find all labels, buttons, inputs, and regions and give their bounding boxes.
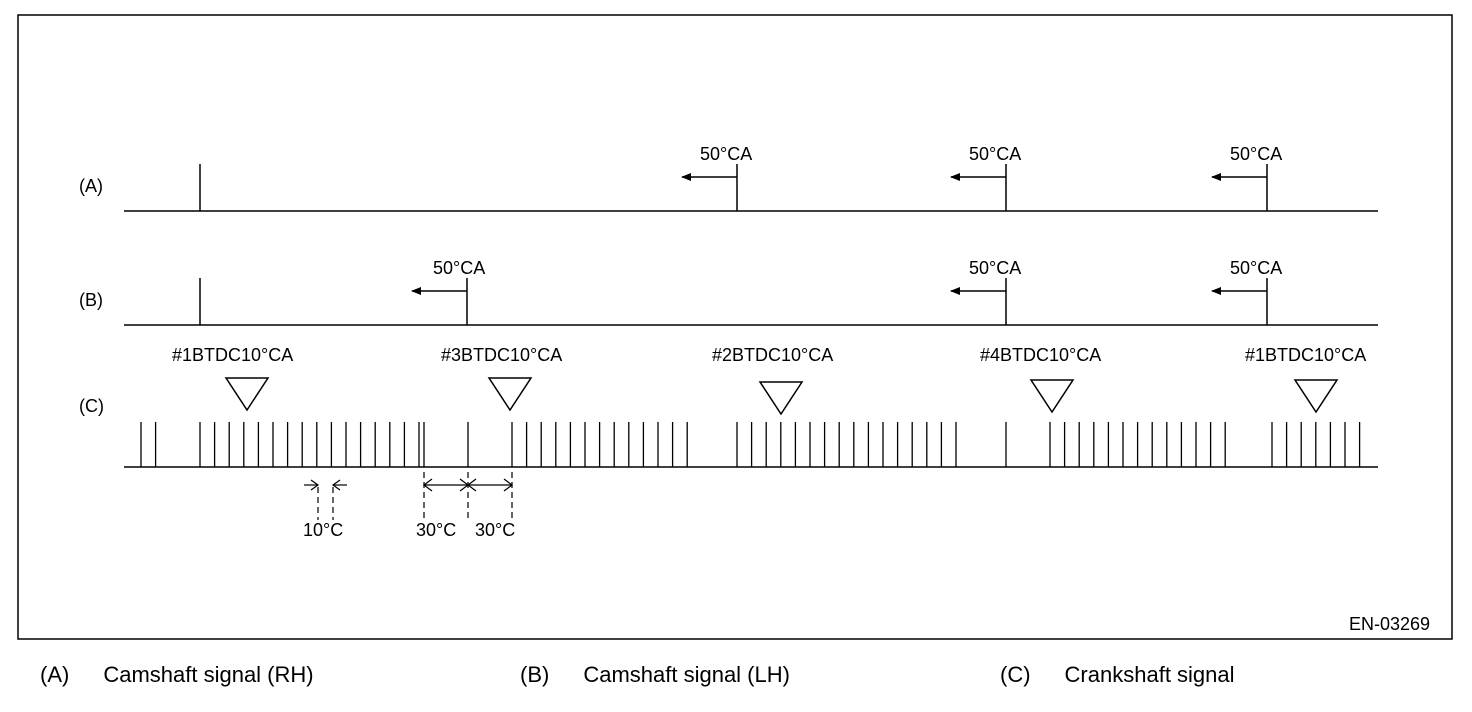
dimension-label-10: 10°C	[303, 520, 343, 540]
annotation-b-2: 50°CA	[433, 258, 485, 278]
row-label-c: (C)	[79, 396, 104, 416]
pulse-b-3: 50°CA	[950, 258, 1021, 325]
reference-code: EN-03269	[1349, 614, 1430, 634]
tdc-label-3: #2BTDC10°CA	[712, 345, 833, 365]
tdc-triangle-5	[1293, 379, 1339, 414]
tdc-triangles	[224, 377, 1339, 416]
legend-key-c: (C)	[1000, 662, 1031, 687]
legend-key-b: (B)	[520, 662, 550, 687]
annotation-b-3: 50°CA	[969, 258, 1021, 278]
row-label-a: (A)	[79, 176, 103, 196]
tdc-label-1: #1BTDC10°CA	[172, 345, 293, 365]
legend-key-a: (A)	[40, 662, 70, 687]
tdc-label-5: #1BTDC10°CA	[1245, 345, 1366, 365]
legend-item-c: (C) Crankshaft signal	[1000, 662, 1235, 688]
tdc-triangle-3	[758, 381, 804, 416]
dimension-label-30-right: 30°C	[475, 520, 515, 540]
pulse-a-3: 50°CA	[950, 144, 1021, 211]
pulse-b-4: 50°CA	[1211, 258, 1282, 325]
camshaft-lh-pulses: 50°CA 50°CA 50°CA	[199, 258, 1282, 325]
pulse-a-2: 50°CA	[681, 144, 752, 211]
legend-text-a: Camshaft signal (RH)	[103, 662, 314, 687]
dimension-30-30	[423, 472, 513, 520]
tdc-triangle-4	[1029, 379, 1075, 414]
tdc-label-4: #4BTDC10°CA	[980, 345, 1101, 365]
annotation-b-4: 50°CA	[1230, 258, 1282, 278]
dimension-label-30-left: 30°C	[416, 520, 456, 540]
diagram-border	[17, 14, 1453, 640]
pulse-a-4: 50°CA	[1211, 144, 1282, 211]
annotation-a-4: 50°CA	[1230, 144, 1282, 164]
tdc-label-2: #3BTDC10°CA	[441, 345, 562, 365]
camshaft-rh-pulses: 50°CA 50°CA 50°CA	[199, 144, 1282, 211]
legend-text-b: Camshaft signal (LH)	[583, 662, 790, 687]
legend-text-c: Crankshaft signal	[1064, 662, 1235, 687]
legend-item-b: (B) Camshaft signal (LH)	[520, 662, 790, 688]
annotation-a-2: 50°CA	[700, 144, 752, 164]
pulse-b-2: 50°CA	[411, 258, 485, 325]
tdc-triangle-2	[487, 377, 533, 412]
tdc-triangle-1	[224, 377, 270, 412]
annotation-a-3: 50°CA	[969, 144, 1021, 164]
crankshaft-teeth	[140, 422, 1361, 467]
dimension-10	[304, 479, 347, 520]
legend-item-a: (A) Camshaft signal (RH)	[40, 662, 314, 688]
row-label-b: (B)	[79, 290, 103, 310]
